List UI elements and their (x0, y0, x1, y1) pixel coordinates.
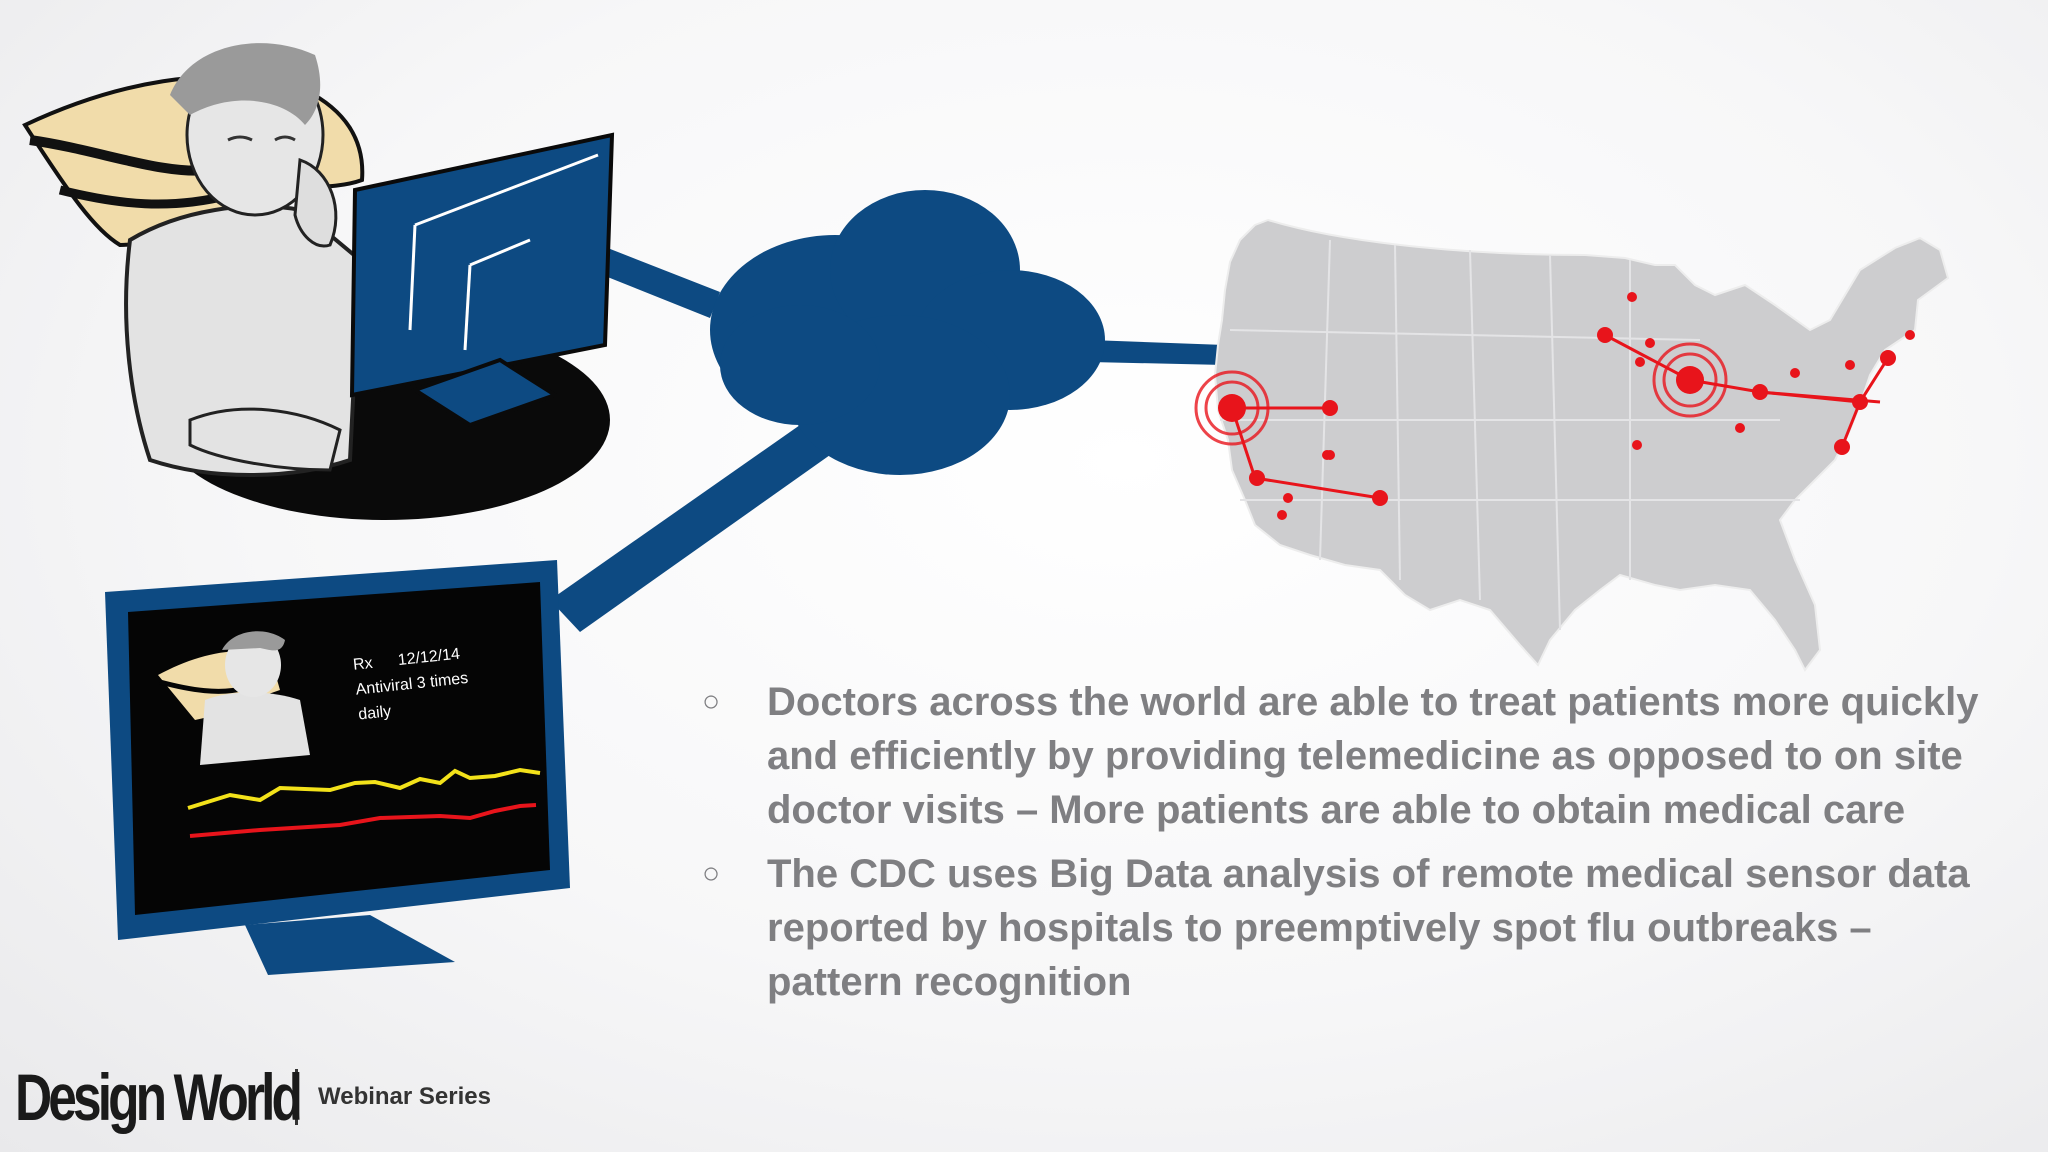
prescription-line-2: daily (358, 703, 393, 723)
bullet-marker: ○ (702, 857, 721, 890)
outbreak-marker-west (1194, 370, 1270, 446)
footer-logo: Design World Webinar Series (15, 1060, 491, 1134)
us-map-icon (1194, 218, 1950, 672)
bullet-text: Doctors across the world are able to tre… (767, 680, 1979, 832)
logo-divider (295, 1069, 298, 1125)
outbreak-marker-midwest (1652, 342, 1728, 418)
bullet-item: ○ Doctors across the world are able to t… (700, 675, 2000, 837)
cloud-icon (710, 190, 1105, 475)
chart-line-red (189, 803, 537, 838)
bullet-list: ○ Doctors across the world are able to t… (700, 675, 2000, 1019)
doctor-figure (22, 43, 615, 520)
chart-line-yellow (187, 767, 541, 810)
brand-logo: Design World (15, 1060, 303, 1134)
prescription-date: 12/12/14 (397, 646, 461, 669)
network-links (550, 245, 1225, 632)
monitor-icon: Rx 12/12/14 Antiviral 3 times daily (105, 560, 570, 975)
series-label: Webinar Series (318, 1083, 491, 1110)
bullet-text: The CDC uses Big Data analysis of remote… (767, 852, 1970, 1004)
bullet-marker: ○ (702, 685, 721, 718)
bullet-item: ○ The CDC uses Big Data analysis of remo… (700, 847, 2000, 1009)
doctor-thumbnail (158, 631, 310, 765)
rx-label: Rx (352, 655, 373, 674)
